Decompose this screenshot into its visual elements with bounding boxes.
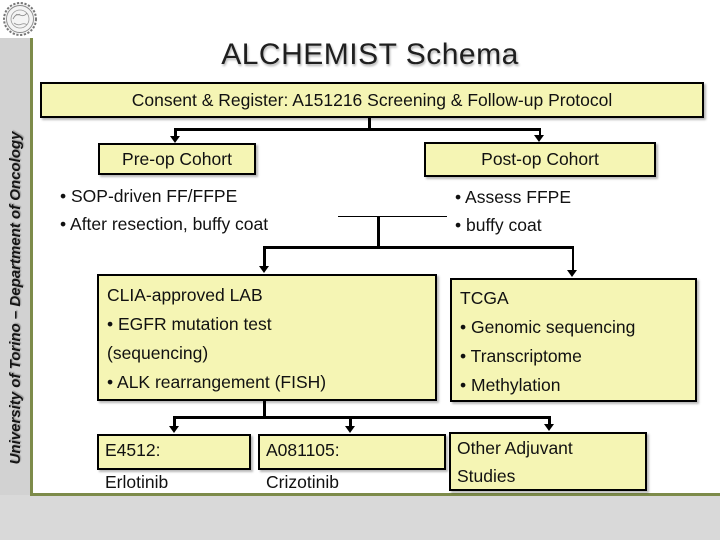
connector-consent-stem xyxy=(368,117,371,130)
arrowhead-clia xyxy=(258,266,269,273)
clia-line-2: (sequencing) xyxy=(107,343,209,363)
connector-e4512-drop xyxy=(173,416,176,426)
preop-bullet-1: • SOP-driven FF/FFPE xyxy=(60,186,238,206)
connector-cohort-rail xyxy=(174,128,540,131)
preop-bullet-2: • After resection, buffy coat xyxy=(60,214,269,234)
connector-merge-stem xyxy=(377,216,380,248)
tcga-line-2: • Transcriptome xyxy=(460,346,582,366)
connector-clia-drop xyxy=(263,246,266,266)
trial-other-line-1: Other Adjuvant xyxy=(457,438,573,458)
postop-cohort-box: Post-op Cohort xyxy=(424,142,656,177)
tcga-box: TCGA • Genomic sequencing • Transcriptom… xyxy=(450,278,697,402)
connector-postop-drop xyxy=(538,128,541,137)
sidebar-bar xyxy=(0,38,30,495)
clia-title: CLIA-approved LAB xyxy=(107,285,263,305)
connector-trials-stem xyxy=(263,401,266,418)
clia-lab-box: CLIA-approved LAB • EGFR mutation test (… xyxy=(97,274,437,401)
trial-a081105-id: A081105: xyxy=(266,440,340,460)
connector-trials-rail xyxy=(173,416,550,419)
trial-e4512-id: E4512: xyxy=(105,440,161,460)
clia-line-3: • ALK rearrangement (FISH) xyxy=(107,372,327,392)
postop-bullet-1: • Assess FFPE xyxy=(455,187,572,207)
arrowhead-preop xyxy=(169,136,180,143)
trial-a081105-drug: Crizotinib xyxy=(266,472,339,492)
trial-other-adjuvant-box xyxy=(449,432,647,491)
arrowhead-tcga xyxy=(567,270,577,277)
connector-lab-rail xyxy=(264,246,574,249)
preop-bullets: • SOP-driven FF/FFPE • After resection, … xyxy=(60,182,268,238)
trial-e4512-box xyxy=(97,434,251,470)
trial-a081105-box xyxy=(258,434,446,470)
arrowhead-other-adjuvant xyxy=(543,424,554,431)
tcga-line-3: • Methylation xyxy=(460,375,561,395)
connector-a081105-drop xyxy=(349,416,352,426)
arrowhead-a081105 xyxy=(344,426,355,433)
slide-title: ALCHEMIST Schema xyxy=(221,38,519,71)
footer-band xyxy=(0,495,720,540)
postop-bullets: • Assess FFPE • buffy coat xyxy=(455,183,571,239)
arrowhead-e4512 xyxy=(168,426,179,433)
connector-preop-drop xyxy=(174,128,177,138)
preop-cohort-box: Pre-op Cohort xyxy=(98,143,256,175)
trial-other-line-2: Studies xyxy=(457,466,516,486)
connector-other-drop xyxy=(548,416,551,425)
sidebar-department-label: University of Torino – Department of Onc… xyxy=(7,131,24,465)
connector-tcga-drop xyxy=(571,246,574,271)
arrowhead-postop xyxy=(534,135,544,142)
clia-line-1: • EGFR mutation test xyxy=(107,314,272,334)
connector-merge-thin xyxy=(338,216,447,218)
tcga-title: TCGA xyxy=(460,288,509,308)
sidebar-accent-line xyxy=(30,38,33,493)
university-seal-logo xyxy=(2,1,38,37)
tcga-line-1: • Genomic sequencing xyxy=(460,317,636,337)
postop-bullet-2: • buffy coat xyxy=(455,215,542,235)
consent-register-box: Consent & Register: A151216 Screening & … xyxy=(40,82,704,118)
trial-e4512-drug: Erlotinib xyxy=(105,472,169,492)
footer-accent-line xyxy=(30,493,720,496)
